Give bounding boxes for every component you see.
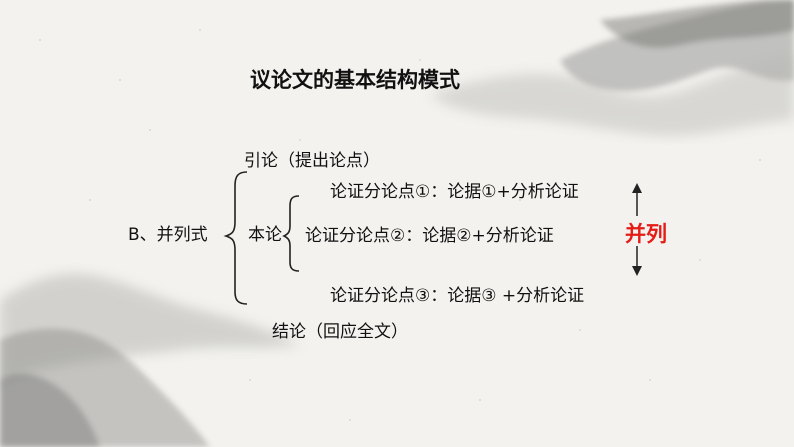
intro-label: 引论（提出论点）: [244, 151, 380, 171]
page-title: 议论文的基本结构模式: [250, 68, 460, 92]
relation-label: 并列: [625, 222, 667, 246]
point-3: 论证分论点③：论据③ +分析论证: [330, 286, 585, 306]
brace-large: [223, 171, 248, 305]
body-label: 本论: [248, 225, 282, 245]
conclusion-label: 结论（回应全文）: [272, 322, 408, 342]
point-2: 论证分论点②：论据②+分析论证: [305, 226, 554, 246]
point-1: 论证分论点①：论据①+分析论证: [330, 182, 579, 202]
brace-small: [282, 195, 300, 272]
root-label: B、并列式: [128, 225, 208, 245]
